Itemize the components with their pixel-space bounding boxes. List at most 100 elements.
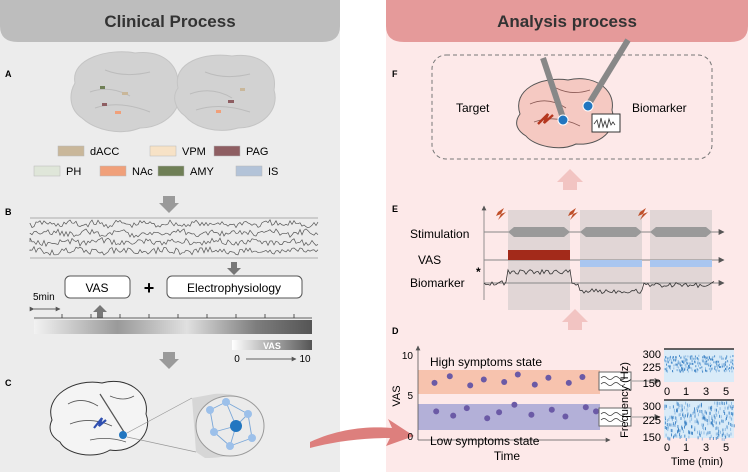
spectrogram-cell xyxy=(704,356,706,359)
legend-swatch-amy xyxy=(157,165,185,177)
legend-swatch-pag xyxy=(213,145,241,157)
spectrogram-cell xyxy=(675,358,677,361)
spectrogram-cell xyxy=(669,359,670,362)
spectrogram-cell xyxy=(670,361,672,364)
spectrogram-cell xyxy=(674,363,676,366)
spectrogram-cell xyxy=(721,433,723,437)
high-signal-wave xyxy=(600,376,626,386)
vas-low-block-1 xyxy=(580,260,642,267)
spectrogram-cell xyxy=(691,356,693,359)
spectrogram-cell xyxy=(715,432,717,436)
scatter-point-low xyxy=(484,415,491,422)
scatter-point-low xyxy=(433,408,440,415)
spectrogram-cell xyxy=(668,417,670,421)
spectrogram-cell xyxy=(732,367,734,370)
spectrogram-cell xyxy=(688,366,690,369)
spectrogram-cell xyxy=(706,418,707,422)
spectrogram-cell xyxy=(666,423,668,426)
spectrogram-cell xyxy=(685,438,687,441)
spectrogram-cell xyxy=(680,409,682,413)
spectrogram-cell xyxy=(694,360,696,363)
spectrogram-cell xyxy=(723,410,725,413)
electrophysiology-box-label: Electrophysiology xyxy=(187,281,281,295)
spectrogram-cell xyxy=(664,359,666,362)
spectrogram-cell xyxy=(691,355,693,358)
spectrogram-cell xyxy=(731,370,733,373)
spectrogram-cell xyxy=(684,414,686,418)
legend-swatch-ph xyxy=(33,165,61,177)
spectrogram-cell xyxy=(707,422,709,426)
spectrogram-cell xyxy=(725,418,727,422)
spectrogram-cell xyxy=(717,366,719,369)
spectrogram-cell xyxy=(721,365,723,368)
spectrogram-cell xyxy=(683,359,685,362)
spectrogram-cell xyxy=(724,370,726,373)
d-ylabel: VAS xyxy=(391,385,403,406)
spectrogram-cell xyxy=(714,355,716,358)
spectrogram-cell xyxy=(665,356,667,358)
spectrogram-cell xyxy=(730,417,732,421)
spectrogram-cell xyxy=(680,356,682,359)
spectrogram-cell xyxy=(691,362,693,365)
spectrogram-cell xyxy=(706,370,708,373)
spectrogram-cell xyxy=(709,365,711,368)
spectrogram-cell xyxy=(694,360,695,363)
spectrogram-cell xyxy=(678,406,680,410)
spectrogram-cell xyxy=(719,421,721,425)
spectrogram-cell xyxy=(719,366,720,368)
scatter-point-high xyxy=(579,374,586,380)
spectrogram-cell xyxy=(689,366,691,369)
spectrogram-cell xyxy=(689,431,691,435)
spectrogram-cell xyxy=(684,425,685,429)
spectrogram-cell xyxy=(684,434,686,438)
spectrogram-cell xyxy=(694,355,696,358)
d-ytick-0: 0 xyxy=(407,432,413,443)
spectrogram-cell xyxy=(690,413,692,417)
spectrogram-cell xyxy=(680,364,681,367)
spectrogram-cell xyxy=(675,433,677,436)
spectrogram-cell xyxy=(708,406,710,410)
spectrogram-cell xyxy=(696,370,698,373)
spectrogram-cell xyxy=(689,403,691,407)
brain-image-left xyxy=(70,51,180,133)
spectrogram-cell xyxy=(697,369,699,372)
freq-xtick-3-a: 3 xyxy=(703,386,709,398)
spectrogram-cell xyxy=(669,355,671,358)
scatter-point-high xyxy=(514,371,521,378)
spectrogram-cell xyxy=(686,408,688,412)
spectrogram-cell xyxy=(726,416,727,420)
spectrogram-cell xyxy=(697,436,699,440)
legend-label-pag: PAG xyxy=(246,146,268,158)
spectrogram-cell xyxy=(714,401,716,405)
spectrogram-cell xyxy=(728,434,730,438)
spectrogram-cell xyxy=(729,415,731,419)
freq-ytick-300-a: 300 xyxy=(643,349,661,361)
spectrogram-cell xyxy=(701,366,703,369)
spectrogram-cell xyxy=(671,429,673,433)
spectrogram-cell xyxy=(694,426,696,430)
spectrogram-cell xyxy=(670,359,672,362)
spectrogram-cell xyxy=(701,416,703,420)
spectrogram-cell xyxy=(664,368,666,371)
freq-ytick-225-b: 225 xyxy=(643,415,661,427)
spectrogram-cell xyxy=(681,360,683,363)
spectrogram-cell xyxy=(666,426,667,430)
spectrogram-cell xyxy=(677,360,679,362)
panel-letter-a: A xyxy=(5,69,12,79)
spectrogram-cell xyxy=(718,363,720,366)
legend-label-vpm: VPM xyxy=(182,146,206,158)
legend-label-dacc: dACC xyxy=(90,146,119,158)
spectrogram-cell xyxy=(702,416,704,420)
spectrogram-cell xyxy=(716,360,718,363)
spectrogram-cell xyxy=(718,401,720,405)
spectrogram-cell xyxy=(684,422,686,426)
scatter-points xyxy=(431,371,599,422)
spectrogram-cell xyxy=(701,437,703,441)
freq-ytick-225-a: 225 xyxy=(643,362,661,374)
spectrogram-cell xyxy=(692,412,694,415)
spectrogram-cell xyxy=(723,365,725,368)
spectrogram-cell xyxy=(730,367,732,370)
spectrogram-cell xyxy=(702,425,704,429)
panel-letter-d: D xyxy=(392,326,399,336)
